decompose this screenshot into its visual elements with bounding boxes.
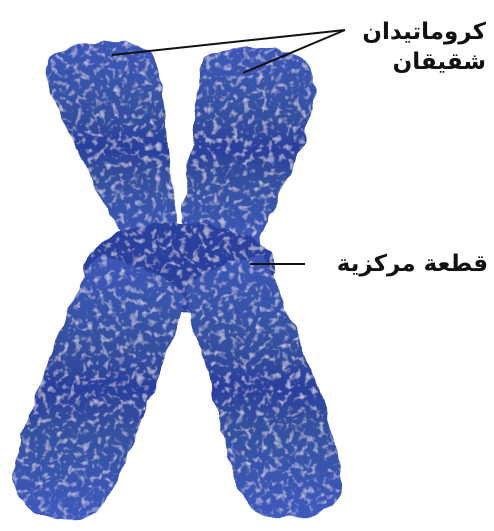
- sister-chromatids-label-line1: كروماتيدان: [362, 18, 486, 48]
- chromatid-right-lower-arm: [185, 255, 341, 518]
- centromere-label: قطعة مركزية: [337, 250, 488, 280]
- chromosome: [15, 42, 341, 520]
- chromatid-right-upper-arm: [182, 47, 315, 250]
- sister-chromatids-label: كروماتيدان شقيقان: [362, 18, 486, 78]
- sister-chromatids-label-line2: شقيقان: [362, 48, 486, 78]
- chromatid-left-lower-arm: [15, 255, 185, 520]
- chromatid-left-upper-arm: [46, 42, 176, 250]
